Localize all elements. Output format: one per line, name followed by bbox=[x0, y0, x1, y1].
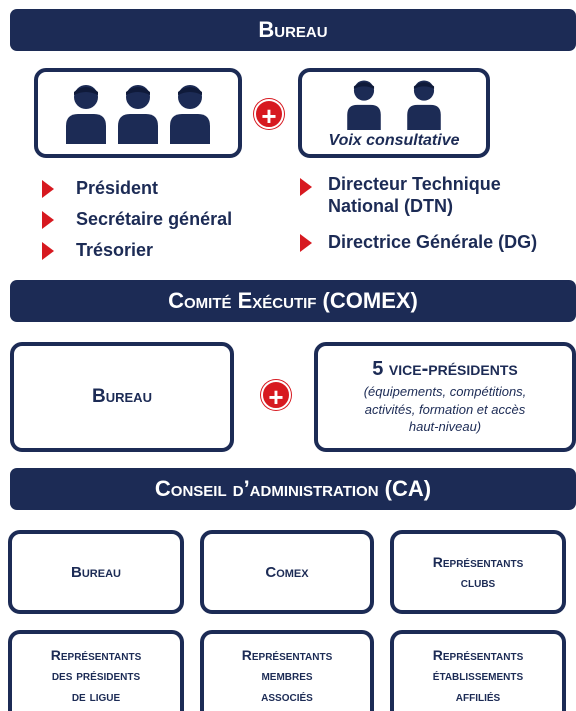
comex-header: Comité Exécutif (COMEX) bbox=[10, 280, 576, 322]
person-icon bbox=[404, 78, 444, 130]
role-item: Secrétaire général bbox=[42, 209, 232, 231]
bullet-arrow-icon bbox=[300, 178, 312, 196]
ca-box-representants-presidents-ligue: Représentants des présidents de ligue bbox=[8, 630, 184, 711]
role-item: Directrice Générale (DG) bbox=[300, 232, 537, 254]
vice-presidents-title: 5 vice-présidents bbox=[372, 358, 518, 381]
ca-box-representants-clubs: Représentants clubs bbox=[390, 530, 566, 614]
role-label: Trésorier bbox=[76, 240, 154, 260]
bullet-arrow-icon bbox=[42, 179, 54, 198]
vice-presidents-box: 5 vice-présidents (équipements, compétit… bbox=[314, 342, 576, 452]
role-label: Directeur Technique National (DTN) bbox=[328, 174, 501, 216]
person-icon bbox=[116, 82, 160, 144]
plus-icon: + bbox=[261, 380, 291, 412]
bullet-arrow-icon bbox=[300, 233, 312, 252]
role-item: Président bbox=[42, 178, 158, 200]
person-icon bbox=[344, 78, 384, 130]
ca-box-comex: Comex bbox=[200, 530, 374, 614]
role-item: Directeur Technique National (DTN) bbox=[300, 174, 501, 217]
ca-box-representants-etablissements-affilies: Représentants établissements affiliés bbox=[390, 630, 566, 711]
ca-header: Conseil d’administration (CA) bbox=[10, 468, 576, 510]
ca-box-representants-membres-associes: Représentants membres associés bbox=[200, 630, 374, 711]
vice-presidents-note: (équipements, compétitions, activités, f… bbox=[363, 384, 527, 435]
role-item: Trésorier bbox=[42, 240, 153, 262]
plus-icon: + bbox=[254, 99, 284, 131]
bullet-arrow-icon bbox=[42, 210, 54, 229]
bureau-members-box bbox=[34, 68, 242, 158]
voix-consultative-label: Voix consultative bbox=[328, 132, 460, 149]
comex-bureau-box: Bureau bbox=[10, 342, 234, 452]
ca-box-bureau: Bureau bbox=[8, 530, 184, 614]
person-icon bbox=[168, 82, 212, 144]
role-label: Président bbox=[76, 178, 159, 198]
role-label: Directrice Générale (DG) bbox=[328, 232, 538, 252]
bullet-arrow-icon bbox=[42, 241, 54, 260]
role-label: Secrétaire général bbox=[76, 209, 233, 229]
bureau-header: Bureau bbox=[10, 9, 576, 51]
advisory-box: Voix consultative bbox=[298, 68, 490, 158]
person-icon bbox=[64, 82, 108, 144]
